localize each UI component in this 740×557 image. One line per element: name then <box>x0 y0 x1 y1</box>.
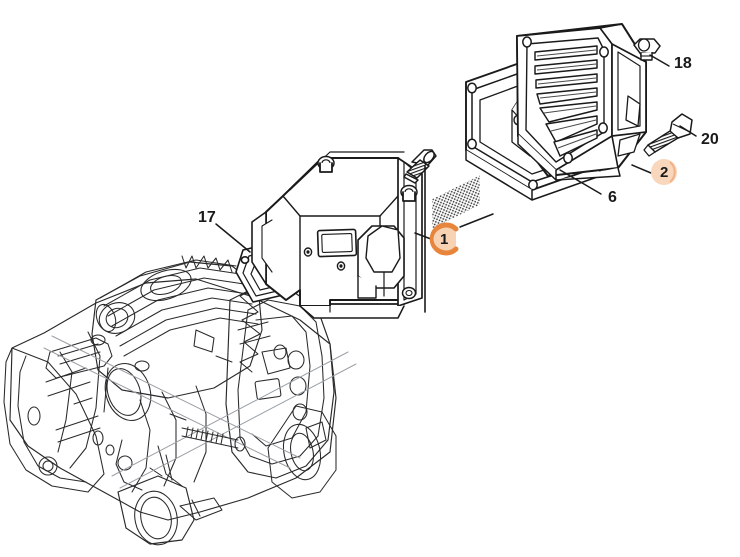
callout-marker-1[interactable] <box>429 222 459 256</box>
part-label-6: 6 <box>608 189 617 206</box>
heat-shield-grille <box>516 23 647 181</box>
part-label-18: 18 <box>674 55 692 72</box>
leader-lines <box>215 54 697 313</box>
leader-17 <box>215 223 251 253</box>
leader-callout-1 <box>414 232 432 240</box>
muffler-body <box>251 151 423 319</box>
part-label-17: 17 <box>198 209 216 226</box>
leader-6 <box>559 169 602 195</box>
leader-20 <box>679 125 697 137</box>
spark-arrestor-screen <box>431 174 481 230</box>
engine-cylinder-crankcase <box>3 255 357 546</box>
callout-label-1[interactable]: 1 <box>440 231 449 248</box>
leader-screen <box>459 213 494 228</box>
callout-label-2[interactable]: 2 <box>660 164 669 181</box>
leader-callout-2 <box>631 164 652 174</box>
leader-18 <box>649 54 670 67</box>
muffler-mounting-screw <box>403 149 437 184</box>
part-label-20: 20 <box>701 131 719 148</box>
callout-marker-2[interactable] <box>651 159 677 185</box>
